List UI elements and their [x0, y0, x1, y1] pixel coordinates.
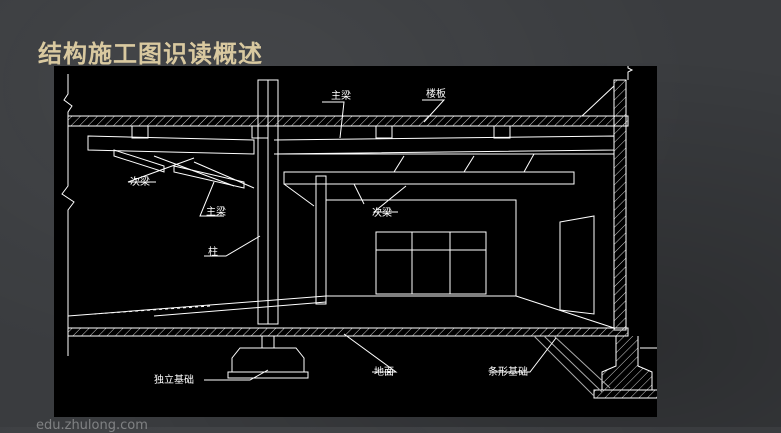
label-secondary-beam-left: 次梁 — [130, 175, 150, 188]
main-beam-right — [273, 135, 615, 155]
top-slab — [67, 115, 629, 127]
watermark: edu.zhulong.com — [36, 418, 148, 433]
label-slab: 楼板 — [426, 87, 446, 100]
beam-stub — [493, 125, 511, 139]
structure-diagram: 主梁 楼板 次梁 主梁 次梁 柱 独立基础 地面 条形基础 — [54, 66, 657, 417]
side-door — [559, 215, 595, 315]
diagram-labels: 主梁 楼板 次梁 主梁 次梁 柱 独立基础 地面 条形基础 — [130, 87, 528, 386]
strip-footing — [601, 336, 653, 391]
right-wall — [613, 79, 627, 331]
label-strip-footing: 条形基础 — [488, 365, 528, 378]
label-main-beam-top: 主梁 — [331, 89, 351, 102]
page-title: 结构施工图识读概述 — [38, 40, 263, 68]
beam-stub — [251, 125, 269, 139]
beam-stub — [375, 125, 393, 139]
structure-svg: 主梁 楼板 次梁 主梁 次梁 柱 独立基础 地面 条形基础 — [61, 66, 657, 399]
main-beam-left — [87, 135, 255, 155]
label-ground: 地面 — [374, 365, 394, 378]
ground-slab — [67, 327, 629, 337]
column-rear — [315, 175, 327, 305]
isolated-footing — [231, 347, 305, 373]
label-isolated-footing: 独立基础 — [154, 373, 194, 386]
label-column: 柱 — [208, 245, 218, 258]
beam-stub — [131, 125, 149, 139]
back-window — [375, 231, 487, 295]
label-secondary-beam-mid: 次梁 — [372, 206, 392, 219]
secondary-beam-mid — [283, 171, 575, 185]
label-main-beam-left: 主梁 — [206, 205, 226, 218]
left-break-line — [61, 74, 75, 356]
